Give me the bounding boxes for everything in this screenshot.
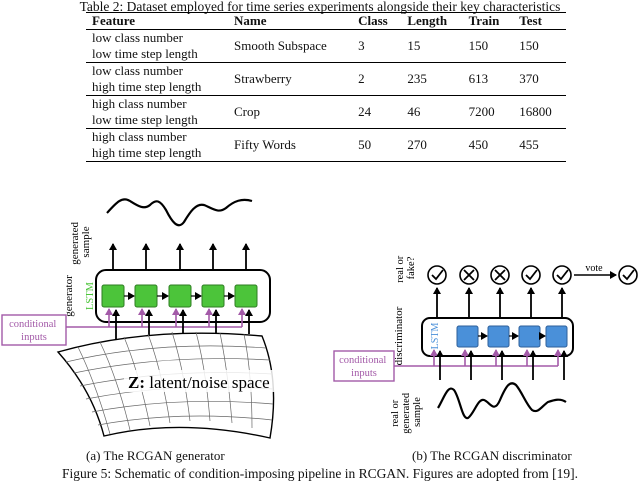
generator-lstm-cells <box>101 284 258 308</box>
discriminator-diagram: vote real or fake? discriminator LSTM <box>333 253 638 434</box>
feature-line: low class number <box>92 30 183 45</box>
feature-line: low time step length <box>92 112 198 127</box>
conditional-inputs-label: conditional inputs <box>9 319 59 343</box>
test-cell: 370 <box>513 62 566 96</box>
generator-output-arrows <box>109 243 250 270</box>
vote-label: vote <box>585 263 603 274</box>
feature-line: high time step length <box>92 79 202 94</box>
name-cell: Smooth Subspace <box>228 29 353 63</box>
length-cell: 15 <box>401 29 463 63</box>
generator-conditional-lines <box>66 308 246 328</box>
vote-result-check-icon <box>618 265 638 285</box>
feature-line: high class number <box>92 129 187 144</box>
class-cell: 50 <box>352 128 402 162</box>
train-cell: 7200 <box>462 95 514 129</box>
check-icon <box>521 265 541 285</box>
subcaption-discriminator: (b) The RCGAN discriminator <box>412 448 572 463</box>
length-cell: 270 <box>401 128 463 162</box>
lstm-label-blue: LSTM <box>430 323 441 350</box>
generated-sample-curve <box>106 198 253 227</box>
feature-line: high time step length <box>92 145 202 160</box>
discriminator-conditional-label: conditional inputs <box>339 355 389 379</box>
class-cell: 24 <box>352 95 402 129</box>
real-or-generated-label: real or generated sample <box>390 390 423 433</box>
discriminator-conditional-box <box>333 350 395 382</box>
real-or-fake-label: real or fake? <box>395 253 417 283</box>
test-cell: 150 <box>513 29 566 63</box>
figure-caption: Figure 5: Schematic of condition-imposin… <box>62 466 578 481</box>
conditional-inputs-box <box>1 314 67 346</box>
latent-space-label: Z: latent/noise space <box>128 373 270 392</box>
subcaption-generator: (a) The RCGAN generator <box>86 448 225 463</box>
test-cell: 455 <box>513 128 566 162</box>
generated-sample-label: generated sample <box>69 219 92 265</box>
check-icon <box>552 265 572 285</box>
input-sample-curve <box>437 382 567 420</box>
train-cell: 150 <box>462 29 514 63</box>
cross-icon <box>490 265 510 285</box>
header-length: Length <box>401 12 463 30</box>
dataset-table: Feature Name Class Length Train Test low… <box>86 12 566 162</box>
length-cell: 235 <box>401 62 463 96</box>
feature-line: high class number <box>92 96 187 111</box>
name-cell: Strawberry <box>228 62 353 96</box>
generator-diagram: generated sample generator LSTM <box>1 198 284 439</box>
test-cell: 16800 <box>513 95 566 129</box>
check-icon <box>427 265 447 285</box>
table-header-row: Feature Name Class Length Train Test <box>86 12 566 30</box>
generator-label: generator <box>63 275 75 317</box>
discriminator-conditional-lines <box>394 349 562 367</box>
discriminator-outputs <box>427 265 638 285</box>
train-cell: 613 <box>462 62 514 96</box>
lstm-label-green: LSTM <box>85 281 96 310</box>
header-feature: Feature <box>86 12 228 30</box>
header-train: Train <box>462 12 514 30</box>
class-cell: 2 <box>352 62 402 96</box>
header-name: Name <box>228 12 353 30</box>
discriminator-output-arrows <box>433 287 566 318</box>
train-cell: 450 <box>462 128 514 162</box>
table-caption: Table 2: Dataset employed for time serie… <box>79 0 561 14</box>
discriminator-label: discriminator <box>393 306 405 365</box>
class-cell: 3 <box>352 29 402 63</box>
length-cell: 46 <box>401 95 463 129</box>
header-class: Class <box>352 12 402 30</box>
header-test: Test <box>513 12 566 30</box>
feature-line: low time step length <box>92 46 198 61</box>
discriminator-input-arrows <box>436 350 568 380</box>
feature-line: low class number <box>92 63 183 78</box>
latent-space-surface: Z: latent/noise space <box>56 331 284 439</box>
cross-icon <box>459 265 479 285</box>
name-cell: Crop <box>228 95 353 129</box>
name-cell: Fifty Words <box>228 128 353 162</box>
discriminator-lstm-cells <box>456 325 568 348</box>
